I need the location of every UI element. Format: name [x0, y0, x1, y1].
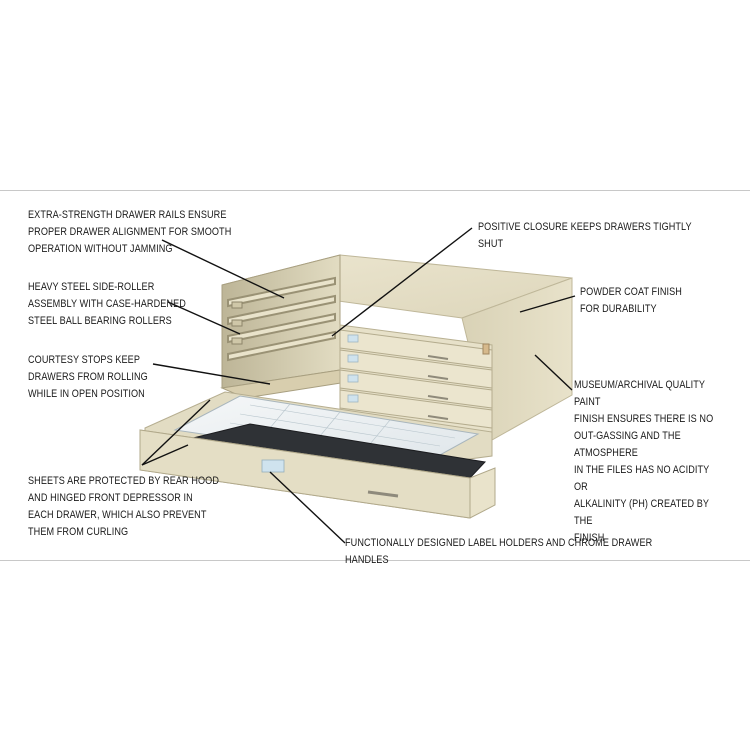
top-divider-line	[0, 190, 750, 191]
callout-powder-coat: POWDER COAT FINISH FOR DURABILITY	[580, 286, 682, 315]
open-drawer-label-holder	[261, 459, 285, 473]
callout-courtesy-stops: COURTESY STOPS KEEP DRAWERS FROM ROLLING…	[28, 354, 148, 400]
callout-rear-hood: SHEETS ARE PROTECTED BY REAR HOOD AND HI…	[28, 475, 220, 538]
positive-closure-latch	[482, 343, 490, 355]
callout-side-roller: HEAVY STEEL SIDE-ROLLER ASSEMBLY WITH CA…	[28, 281, 186, 327]
closed-drawer-handles	[427, 355, 449, 420]
callout-drawer-rails: EXTRA-STRENGTH DRAWER RAILS ENSURE PROPE…	[28, 209, 232, 255]
closed-drawer-label-holders	[347, 334, 359, 403]
drawer-rails	[227, 276, 336, 362]
callout-label-holders: FUNCTIONALLY DESIGNED LABEL HOLDERS AND …	[345, 537, 653, 566]
open-drawer-handle	[367, 490, 399, 498]
callout-positive-closure: POSITIVE CLOSURE KEEPS DRAWERS TIGHTLY S…	[478, 221, 692, 250]
closed-drawer-fronts	[339, 329, 493, 429]
callout-museum-paint: MUSEUM/ARCHIVAL QUALITY PAINT FINISH ENS…	[574, 379, 714, 544]
bottom-divider-line	[0, 560, 750, 561]
leader-lines	[141, 227, 576, 544]
side-roller-assembly	[231, 301, 243, 345]
